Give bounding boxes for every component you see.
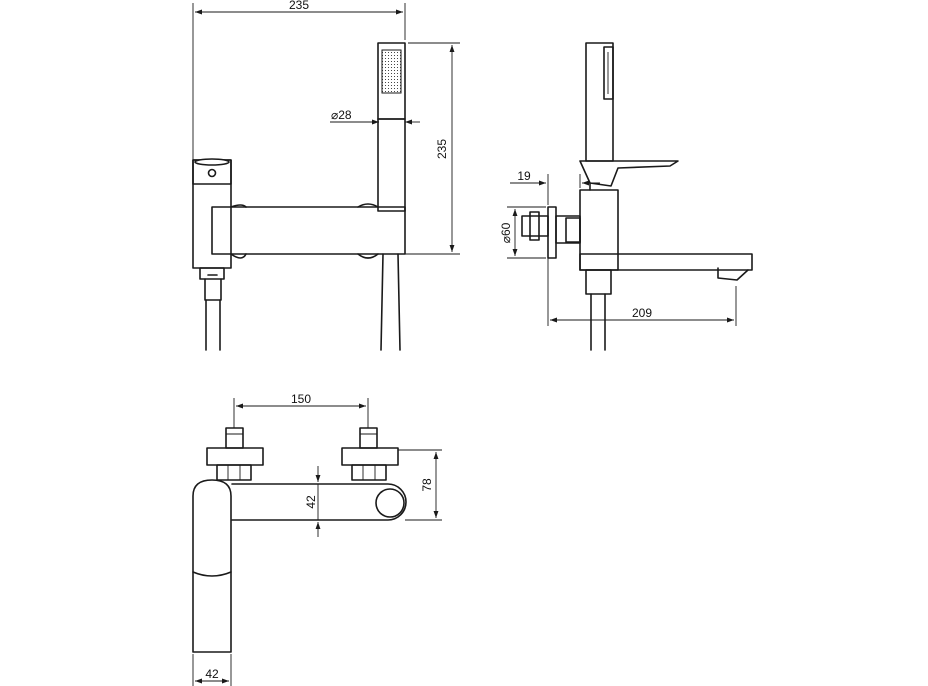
overall-depth-label: 78	[420, 478, 434, 492]
hand-shower-side	[585, 42, 614, 162]
wall-offset-label: 19	[517, 169, 531, 183]
wall-flange-side	[521, 206, 581, 259]
spout-projection-label: 209	[632, 306, 652, 320]
wall-offset-dimension: 19	[510, 169, 600, 205]
overall-depth-dimension: 78	[398, 449, 442, 521]
hand-shower-diameter-label: ⌀28	[331, 108, 352, 122]
flange-diameter-label: ⌀60	[499, 222, 513, 243]
inlet-spacing-label: 150	[291, 392, 311, 406]
top-view: 150 42	[192, 392, 442, 686]
mixer-body-top	[192, 479, 407, 653]
flange-diameter-dimension: ⌀60	[499, 206, 546, 259]
hand-shower	[377, 42, 406, 212]
inlet-spacing-dimension: 150	[233, 392, 369, 428]
inlet-right	[341, 427, 399, 481]
mixer-body-side	[579, 160, 753, 351]
front-height-label: 235	[435, 139, 449, 159]
front-height-dimension: 235	[405, 42, 460, 255]
hand-shower-diameter-dimension: ⌀28	[330, 108, 420, 125]
front-width-label: 235	[289, 0, 309, 12]
front-view: 235 235 ⌀28	[192, 0, 460, 351]
inlet-left	[206, 427, 264, 481]
body-depth-label: 42	[304, 495, 318, 509]
body-depth-dimension: 42	[304, 466, 321, 537]
mixer-body-front	[192, 158, 406, 351]
body-width-dimension: 42	[192, 654, 232, 686]
body-width-label: 42	[205, 667, 219, 681]
side-view: 19 ⌀60 209	[499, 42, 753, 351]
front-width-dimension: 235	[192, 0, 406, 160]
spout-projection-dimension: 209	[547, 258, 737, 326]
